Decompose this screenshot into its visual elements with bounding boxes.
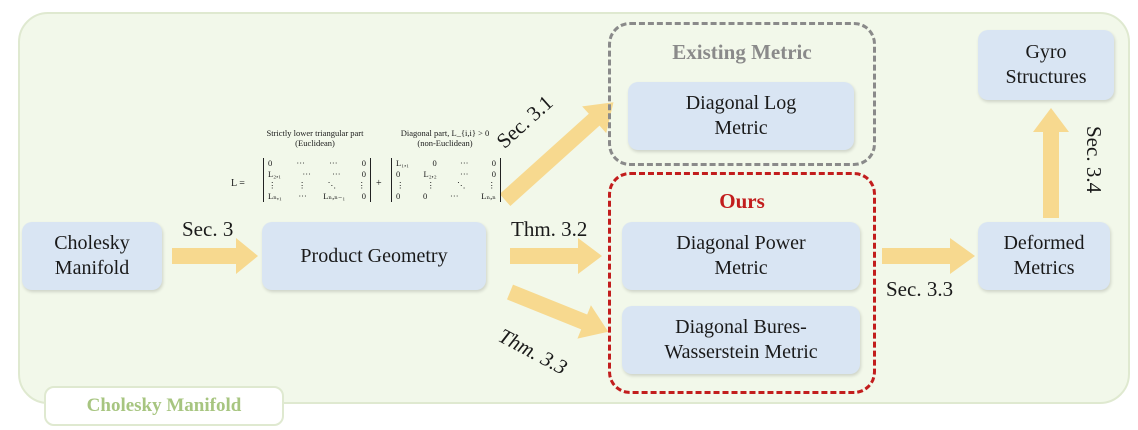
diag-matrix-row: ⋮ ⋮ ⋱ ⋮ [392,180,500,191]
arrow-product-bures [507,284,609,339]
strict-matrix-row: Lₙ,₁ ··· Lₙ,ₙ₋₁ 0 [264,191,370,202]
diag-matrix-cell: 0 [396,191,401,201]
arrow-deformed-gyro [1033,108,1069,218]
corner-label-cholesky-manifold: Cholesky Manifold [44,386,284,426]
node-deformed-metrics: Deformed Metrics [978,222,1110,290]
strict-matrix-row: L₂,₁ ··· ··· 0 [264,169,370,180]
diag-matrix-cell: 0 [396,169,401,179]
node-diagonal-bures-wasserstein-metric: Diagonal Bures- Wasserstein Metric [622,306,860,374]
node-gyro-structures: Gyro Structures [978,30,1114,100]
diag-matrix-cell: 0 [491,169,496,179]
strict-matrix-cell: ⋮ [297,180,307,190]
strict-matrix-cell: ··· [332,169,341,179]
node-diagonal-power-metric: Diagonal Power Metric [622,222,860,290]
diag-matrix-cell: ··· [460,169,469,179]
diag-matrix-row: L₁,₁ 0 ··· 0 [392,158,500,169]
strict-matrix-cell: 0 [361,169,366,179]
edge-label-sec3: Sec. 3 [182,217,234,241]
diag-matrix-row: 0 L₂,₂ ··· 0 [392,169,500,180]
diag-matrix-cell: ⋮ [426,180,436,190]
strict-matrix-cell: Lₙ,ₙ₋₁ [323,191,346,201]
caption-diagonal: Diagonal part, L_{i,i} > 0 (non-Euclidea… [400,128,490,149]
diag-matrix-cell: ⋮ [396,180,405,190]
diag-matrix-cell: 0 [432,158,437,168]
strict-matrix-cell: 0 [268,158,273,168]
node-cholesky-manifold: Cholesky Manifold [22,222,162,290]
edge-label-thm32: Thm. 3.2 [511,217,588,241]
edge-label-sec33: Sec. 3.3 [886,277,954,301]
group-ours-title: Ours [719,189,765,213]
strict-matrix-cell: ⋱ [327,180,337,190]
diag-matrix-cell: Lₙ,ₙ [481,191,496,201]
diag-matrix-cell: L₂,₂ [423,169,437,179]
strict-matrix-cell: ··· [298,191,307,201]
equation-lhs: L = [231,178,245,189]
edge-label-sec34: Sec. 3.4 [1082,126,1106,194]
diag-matrix-cell: ··· [450,191,459,201]
group-existing-title: Existing Metric [672,40,812,64]
diagram-panel [18,12,1130,404]
strict-matrix-cell: ··· [329,158,338,168]
strict-matrix-row: ⋮ ⋮ ⋱ ⋮ [264,180,370,191]
strict-matrix-cell: ⋮ [268,180,277,190]
node-diagonal-log-metric: Diagonal Log Metric [628,82,854,150]
diag-matrix-row: 0 0 ··· Lₙ,ₙ [392,191,500,202]
arrow-product-log [499,102,614,206]
equation-plus: + [376,178,382,189]
group-existing-metric [608,22,876,166]
diag-matrix-cell: ⋱ [457,180,466,190]
strict-matrix-cell: 0 [361,158,366,168]
diag-matrix-cell: 0 [491,158,496,168]
strict-matrix-cell: ··· [302,169,311,179]
arrow-product-power [510,238,602,274]
diag-matrix-cell: ⋮ [487,180,497,190]
arrow-ours-deformed [882,238,975,274]
diag-matrix-cell: ··· [460,158,469,168]
strict-matrix-cell: L₂,₁ [268,169,282,179]
strict-matrix-cell: ⋮ [357,180,366,190]
strict-matrix-cell: Lₙ,₁ [268,191,282,201]
strict-matrix-cell: ··· [296,158,305,168]
caption-strict-lower: Strictly lower triangular part (Euclidea… [266,128,364,149]
group-ours [608,172,876,394]
diag-matrix-cell: 0 [423,191,428,201]
strict-matrix-cell: 0 [361,191,366,201]
diag-matrix-cell: L₁,₁ [396,158,410,168]
strict-matrix-row: 0 ··· ··· 0 [264,158,370,169]
node-product-geometry: Product Geometry [262,222,486,290]
arrow-cholesky-product [172,238,258,274]
